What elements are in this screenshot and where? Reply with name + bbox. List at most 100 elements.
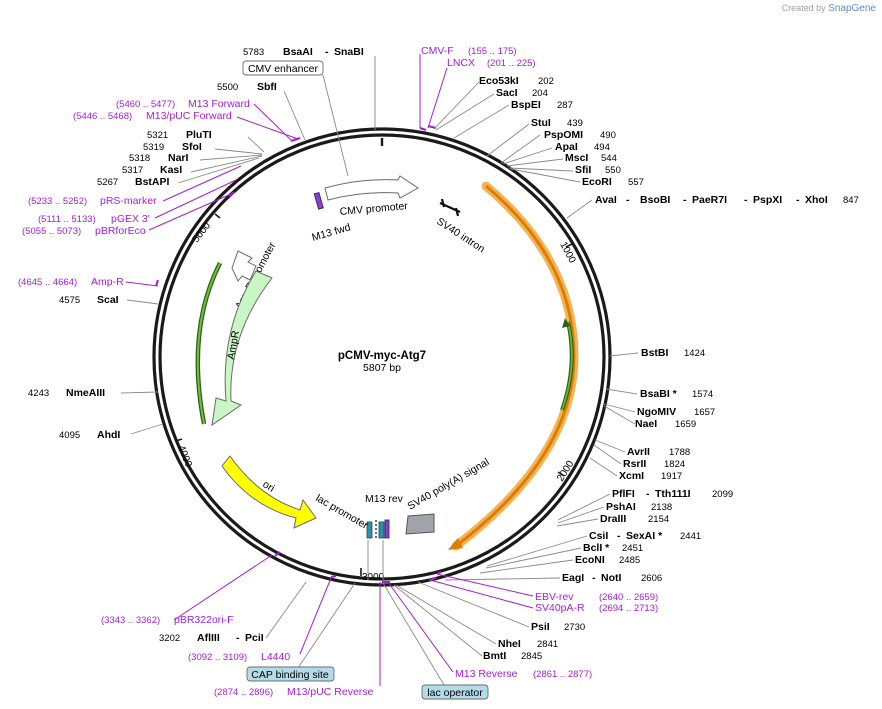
site-pos-5500: 5500: [217, 82, 238, 93]
cmv-enhancer-box: CMV enhancer: [242, 60, 324, 76]
site-nmeaiii: NmeAIII: [66, 387, 105, 399]
svg-text:2138: 2138: [651, 502, 672, 513]
svg-text:2841: 2841: [537, 639, 558, 650]
svg-text:(5055 .. 5073): (5055 .. 5073): [22, 226, 81, 237]
primer-l4440: L4440: [261, 651, 290, 663]
site-draiii: DraIII: [600, 513, 626, 525]
svg-text:287: 287: [557, 100, 573, 111]
m13-rev-feature: [384, 519, 390, 539]
primer-pbr322ori-f: pBR322ori-F: [174, 614, 234, 626]
sv40-polya-label: SV40 poly(A) signal: [406, 456, 492, 513]
cmv-promoter-arrow: [324, 175, 419, 201]
svg-text:5267: 5267: [97, 177, 118, 188]
svg-text:2154: 2154: [648, 514, 669, 525]
plasmid-name: pCMV-myc-Atg7: [338, 350, 426, 362]
svg-text:494: 494: [594, 142, 610, 153]
primer-lncx: LNCX: [447, 57, 475, 69]
svg-text:490: 490: [600, 130, 616, 141]
primer-m13-reverse: M13 Reverse: [455, 668, 518, 680]
orf-arrowhead: [448, 538, 463, 550]
site-bcli: BclI *: [583, 542, 610, 554]
site-nari: NarI: [168, 152, 189, 164]
site-tth111i: Tth111I: [655, 488, 691, 500]
svg-text:(5460 .. 5477): (5460 .. 5477): [116, 99, 175, 110]
lac-operator-box: lac operator: [421, 684, 489, 700]
site-apai: ApaI: [555, 141, 578, 153]
site-ahdi: AhdI: [97, 429, 120, 441]
svg-text:-: -: [646, 488, 650, 500]
primer-sv40pa-r: SV40pA-R: [535, 602, 585, 614]
cap-binding-site-box: CAP binding site: [246, 666, 335, 682]
site-afliii: AflIII: [197, 632, 220, 644]
site-nhei: NheI: [498, 638, 521, 650]
svg-text:2099: 2099: [712, 489, 733, 500]
svg-text:(2640 .. 2659): (2640 .. 2659): [599, 592, 658, 603]
svg-text:(201 .. 225): (201 .. 225): [487, 58, 536, 69]
sv40-intron-label: SV40 intron: [434, 215, 487, 255]
cmv-enhancer-label: CMV enhancer: [248, 63, 319, 75]
primer-ebv-rev: EBV-rev: [535, 591, 574, 603]
m13-fwd-label: M13 fwd: [311, 221, 353, 244]
site-bsaai: BsaAI: [283, 46, 313, 58]
svg-text:204: 204: [532, 88, 548, 99]
svg-text:5319: 5319: [143, 142, 164, 153]
site-econi: EcoNI: [575, 554, 605, 566]
site-pcii: PciI: [245, 632, 264, 644]
site-pshai: PshAI: [606, 501, 636, 513]
primer-cmv-f: CMV-F: [421, 45, 454, 57]
site-bmti: BmtI: [483, 650, 506, 662]
svg-text:-: -: [592, 572, 596, 584]
site-csii: CsiI: [589, 530, 608, 542]
svg-text:2485: 2485: [619, 555, 640, 566]
site-noti: NotI: [601, 572, 621, 584]
svg-text:(2874 .. 2896): (2874 .. 2896): [214, 687, 273, 698]
svg-text:2730: 2730: [564, 622, 585, 633]
site-rsrii: RsrII: [623, 458, 646, 470]
svg-text:544: 544: [601, 153, 617, 164]
enzyme-labels: 5783 BsaAI - SnaBI 5500 SbfI 5321 PluTI …: [28, 46, 859, 662]
svg-text:(5446 .. 5468): (5446 .. 5468): [73, 111, 132, 122]
svg-text:550: 550: [605, 165, 621, 176]
site-pluti: PluTI: [186, 129, 212, 141]
site-xhoi: XhoI: [805, 194, 828, 206]
svg-text:-: -: [236, 632, 240, 644]
site-pflfi: PflFI: [612, 488, 635, 500]
site-eagi: EagI: [562, 572, 584, 584]
svg-text:(2861 .. 2877): (2861 .. 2877): [533, 669, 592, 680]
svg-text:(3343 .. 3362): (3343 .. 3362): [101, 615, 160, 626]
plasmid-length: 5807 bp: [363, 362, 401, 374]
site-pos-5783: 5783: [243, 47, 264, 58]
site-avai: AvaI: [595, 194, 617, 206]
site-psii: PsiI: [531, 621, 550, 633]
site-paer7i: PaeR7I: [692, 194, 727, 206]
svg-text:1657: 1657: [694, 407, 715, 418]
svg-text:(5233 .. 5252): (5233 .. 5252): [28, 196, 87, 207]
site-ecori: EcoRI: [582, 176, 612, 188]
svg-text:2451: 2451: [622, 543, 643, 554]
primer-m13-forward: M13 Forward: [188, 98, 250, 110]
site-bsabi: BsaBI *: [640, 388, 678, 400]
svg-text:(5111 .. 5133): (5111 .. 5133): [38, 214, 96, 225]
backbone-inner: [158, 133, 606, 581]
primer-m13-puc-reverse: M13/pUC Reverse: [287, 686, 374, 698]
svg-text:(155 .. 175): (155 .. 175): [468, 46, 517, 57]
snapgene-credit: Created by SnapGene: [782, 3, 876, 14]
svg-text:1424: 1424: [684, 348, 705, 359]
svg-text:1824: 1824: [664, 459, 685, 470]
svg-text:1788: 1788: [669, 447, 690, 458]
primer-pgex-3: pGEX 3': [111, 213, 150, 225]
primer-prs-marker: pRS-marker: [100, 195, 157, 207]
svg-text:-: -: [744, 194, 748, 206]
site-ngomiv: NgoMIV: [637, 406, 676, 418]
site-bstbi: BstBI: [641, 347, 669, 359]
m13-fwd-feature: [313, 191, 324, 210]
ampr-promoter-arrow: [231, 250, 257, 282]
svg-text:1917: 1917: [661, 471, 682, 482]
ori-label: ori: [260, 478, 276, 494]
primer-pbrforeco: pBRforEco: [95, 225, 146, 237]
site-bstapi: BstAPI: [135, 176, 170, 188]
svg-text:2845: 2845: [521, 651, 542, 662]
sv40-intron-feature: [439, 198, 461, 217]
credit-prefix: Created by: [781, 3, 826, 13]
site-sfoi: SfoI: [182, 141, 202, 153]
